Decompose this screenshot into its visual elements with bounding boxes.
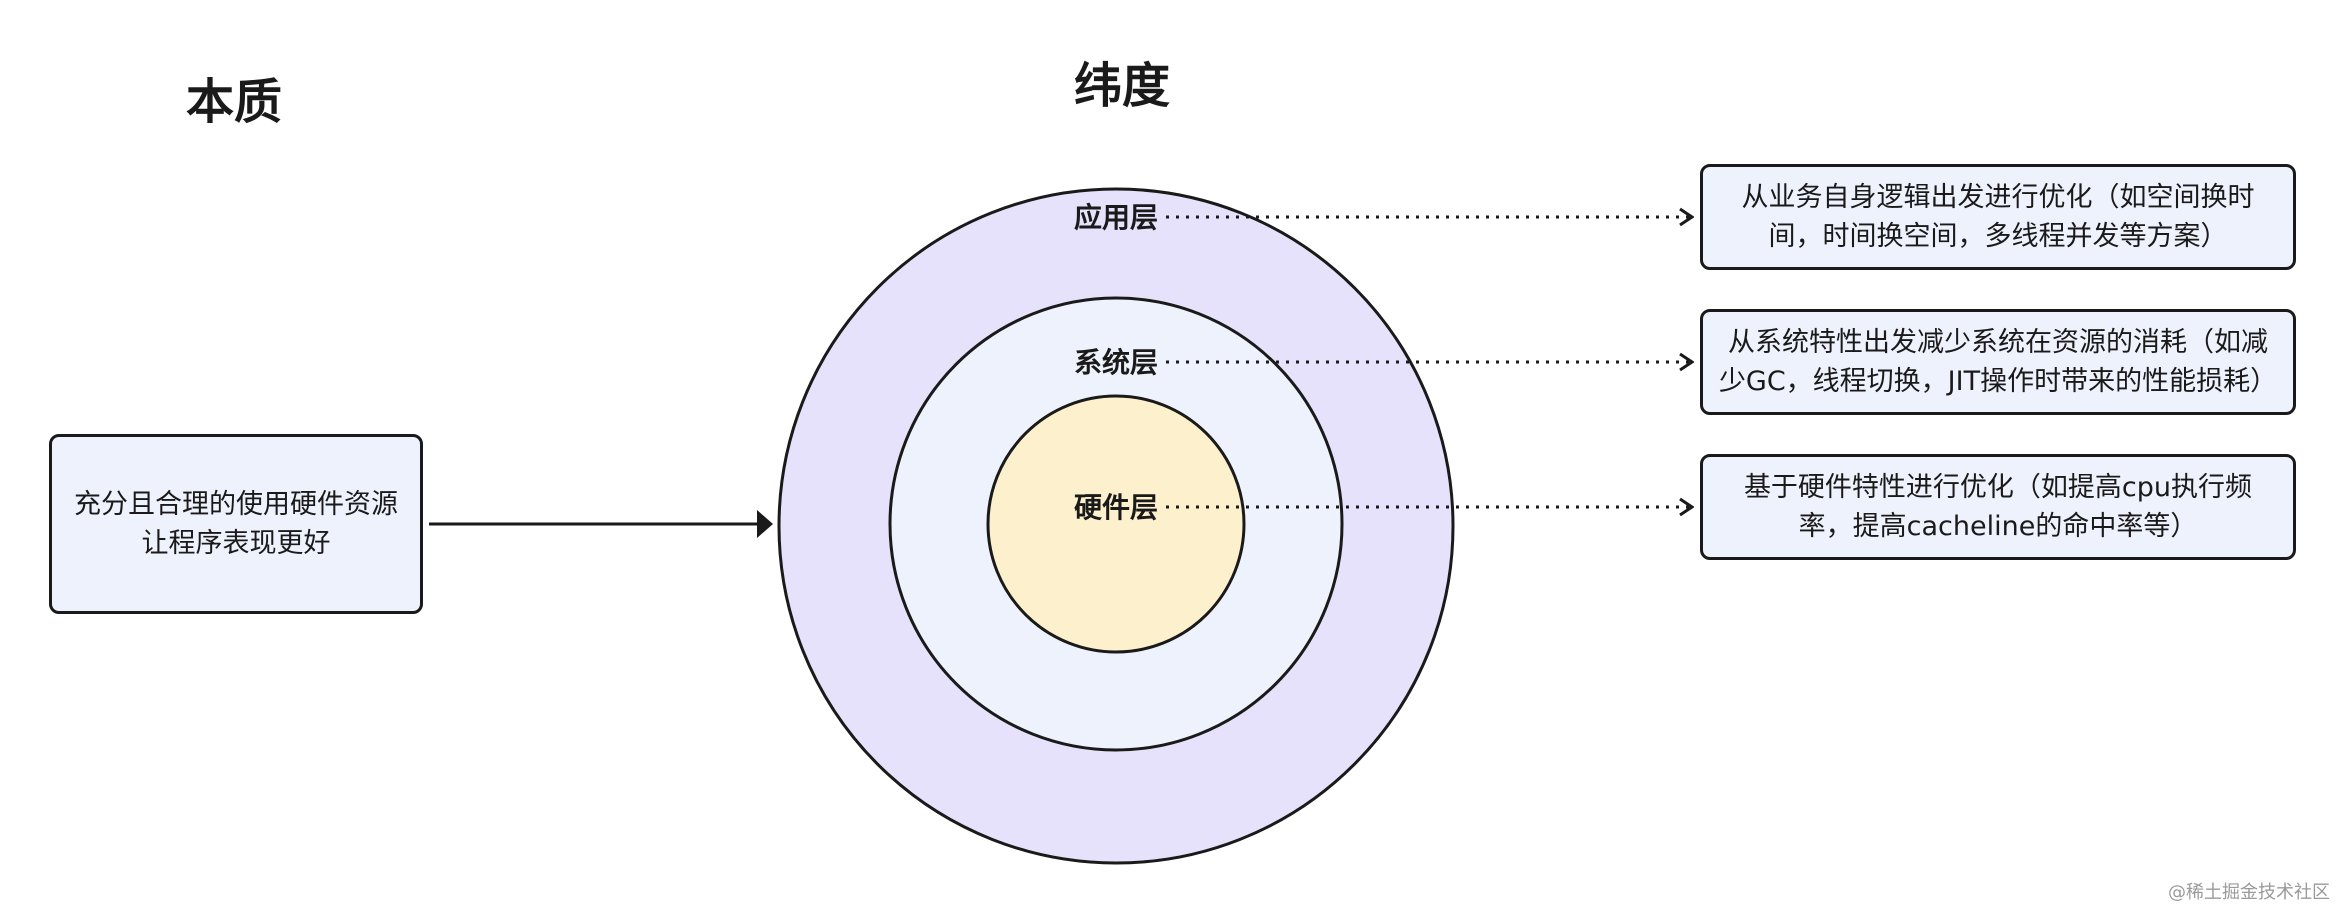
hw-desc-line2: 率，提高cacheline的命中率等） bbox=[1798, 511, 2198, 542]
sys-desc-line2: 少GC，线程切换，JIT操作时带来的性能损耗） bbox=[1718, 366, 2278, 397]
essence-box-line1: 充分且合理的使用硬件资源 bbox=[74, 488, 398, 520]
app-desc-line1: 从业务自身逻辑出发进行优化（如空间换时 bbox=[1741, 181, 2255, 213]
watermark: @稀土掘金技术社区 bbox=[2168, 882, 2330, 903]
essence-heading: 本质 bbox=[186, 74, 283, 130]
essence-arrow-head bbox=[757, 510, 773, 538]
sys-desc-line1: 从系统特性出发减少系统在资源的消耗（如减 bbox=[1728, 326, 2268, 358]
system-layer-description: 从系统特性出发减少系统在资源的消耗（如减 少GC，线程切换，JIT操作时带来的性… bbox=[1700, 309, 2296, 415]
dimension-heading: 纬度 bbox=[1074, 58, 1171, 114]
hardware-layer-core bbox=[986, 394, 1246, 654]
application-layer-label: 应用层 bbox=[1074, 201, 1159, 234]
app-desc-line2: 间，时间换空间，多线程并发等方案） bbox=[1768, 221, 2228, 252]
essence-box: 充分且合理的使用硬件资源 让程序表现更好 bbox=[49, 434, 423, 614]
system-layer-label: 系统层 bbox=[1074, 346, 1159, 379]
application-layer-description: 从业务自身逻辑出发进行优化（如空间换时 间，时间换空间，多线程并发等方案） bbox=[1700, 164, 2296, 270]
hardware-layer-description: 基于硬件特性进行优化（如提高cpu执行频 率，提高cacheline的命中率等） bbox=[1700, 454, 2296, 560]
essence-box-line2: 让程序表现更好 bbox=[141, 528, 331, 559]
hardware-layer-label: 硬件层 bbox=[1074, 491, 1159, 524]
hw-desc-line1: 基于硬件特性进行优化（如提高cpu执行频 bbox=[1743, 471, 2253, 503]
